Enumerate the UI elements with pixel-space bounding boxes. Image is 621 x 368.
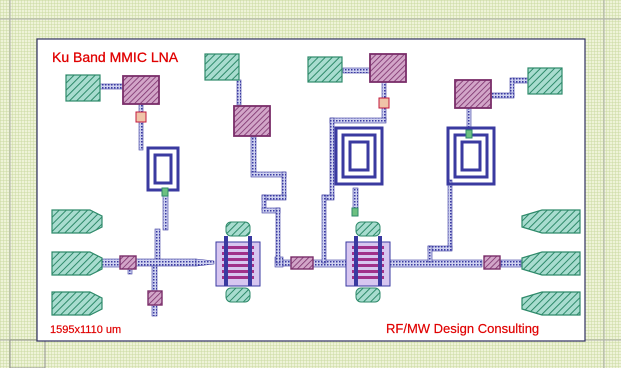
chip-outline [36,38,586,342]
chip-title: Ku Band MMIC LNA [52,49,179,65]
series-capacitor [147,290,163,306]
via-hole [465,129,473,139]
series-capacitor [290,256,314,270]
series-capacitor [483,255,501,270]
via-hole [161,187,169,197]
dc-bias-pad [204,53,240,81]
series-capacitor [119,255,137,270]
dc-bias-pad [527,67,563,95]
dc-bias-pad [307,56,343,83]
fet-transistor [215,221,261,303]
mim-capacitor [122,75,160,105]
mim-capacitor [454,79,492,109]
thin-film-resistor [378,97,390,109]
mim-capacitor [233,105,271,137]
thin-film-resistor [135,111,147,123]
dc-bias-pad [65,74,101,102]
spiral-inductor [334,126,384,186]
output-pads [521,209,581,316]
mim-capacitor [369,53,407,83]
company-label: RF/MW Design Consulting [386,321,539,336]
fet-transistor [345,221,391,303]
via-hole [351,207,359,217]
corner-marker [9,339,46,368]
chip-dimensions: 1595x1110 um [50,324,121,336]
input-pads [51,209,103,316]
